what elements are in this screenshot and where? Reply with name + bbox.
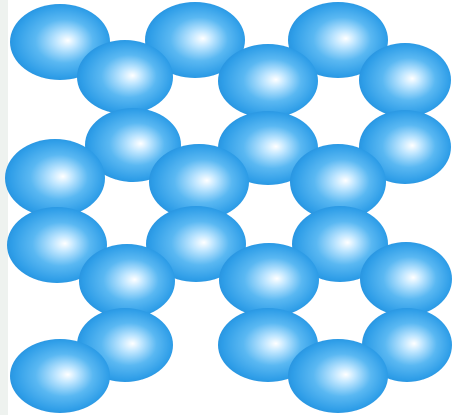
sphere <box>79 244 175 318</box>
sphere <box>219 243 319 317</box>
sphere <box>218 44 318 118</box>
sphere <box>5 139 105 217</box>
sphere <box>360 242 452 316</box>
sphere <box>359 43 451 117</box>
sphere <box>77 40 173 114</box>
sphere <box>10 339 110 413</box>
sphere <box>288 339 388 413</box>
